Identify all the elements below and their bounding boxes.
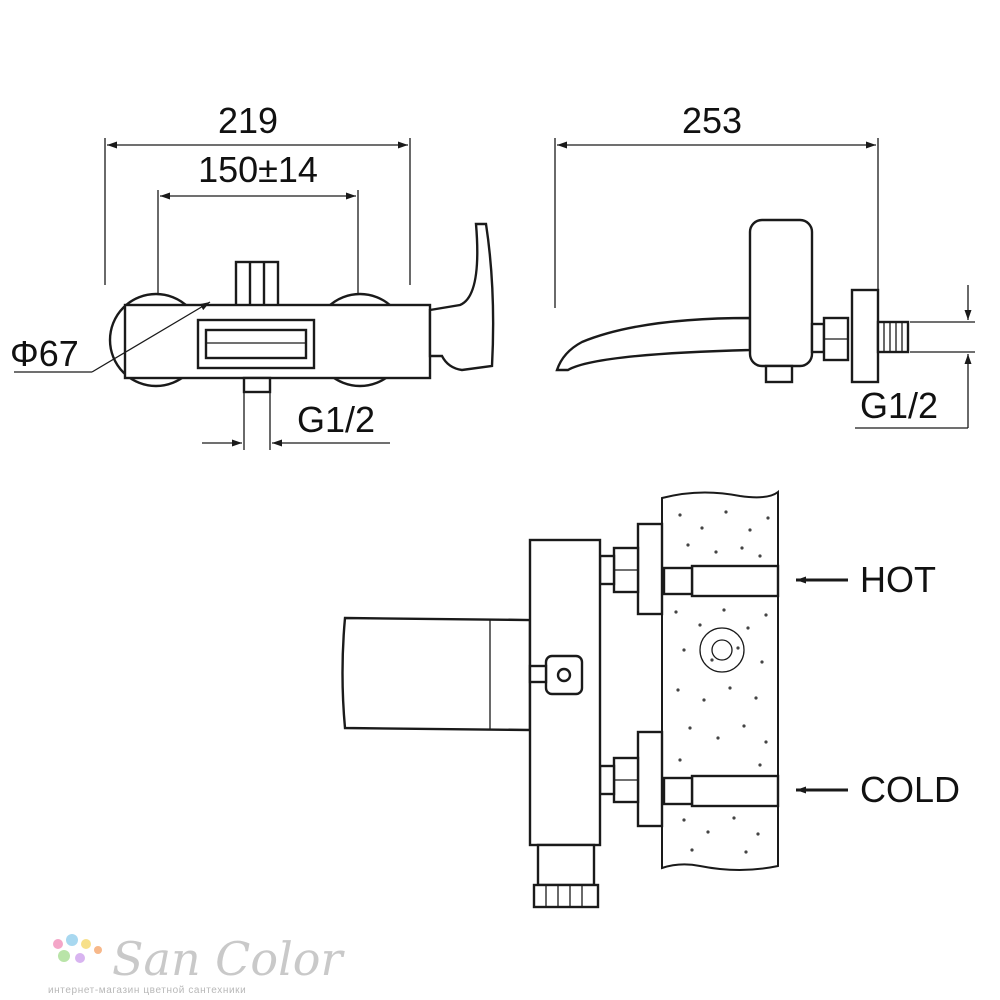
side-flange	[850, 288, 880, 384]
curved-spout	[555, 316, 752, 372]
hot-pipe	[690, 564, 780, 598]
side-thread	[876, 320, 910, 354]
inlet-spacing-label: 150±14	[198, 149, 318, 190]
lever-handle-front	[428, 222, 495, 372]
diverter-knob	[234, 260, 280, 308]
front-thread-label: G1/2	[297, 399, 375, 440]
front-view: 219 150±14 Φ67 G1/2	[10, 100, 495, 450]
installation-view: HOT COLD	[341, 489, 960, 909]
cold-label: COLD	[860, 769, 960, 810]
brand-dot	[94, 946, 102, 954]
brand-tagline: интернет-магазин цветной сантехники	[48, 985, 246, 996]
brand-dot	[75, 953, 85, 963]
brand-dot	[81, 939, 91, 949]
hot-flange	[636, 522, 664, 616]
brand-dot	[58, 950, 70, 962]
brand-name: San Color	[112, 932, 345, 986]
lever-tab	[544, 654, 584, 696]
side-thread-label: G1/2	[860, 385, 938, 426]
mixer-body-side	[748, 218, 814, 368]
brand-dots-icon	[53, 934, 102, 963]
side-length-label: 253	[682, 100, 742, 141]
front-outlet	[242, 376, 272, 394]
cold-pipe	[690, 774, 780, 808]
spout-top-view	[341, 616, 532, 732]
side-view: 253 G1/2	[554, 100, 975, 429]
flange-diameter-label: Φ67	[10, 333, 79, 374]
bottom-outlet	[532, 883, 600, 909]
wall-texture	[674, 510, 770, 854]
brand-dot	[53, 939, 63, 949]
hot-label: HOT	[860, 559, 936, 600]
brand-watermark: San Color интернет-магазин цветной санте…	[48, 932, 345, 996]
brand-dot	[66, 934, 78, 946]
wall-section	[661, 489, 779, 871]
cold-flange	[636, 730, 664, 828]
overall-width-label: 219	[218, 100, 278, 141]
